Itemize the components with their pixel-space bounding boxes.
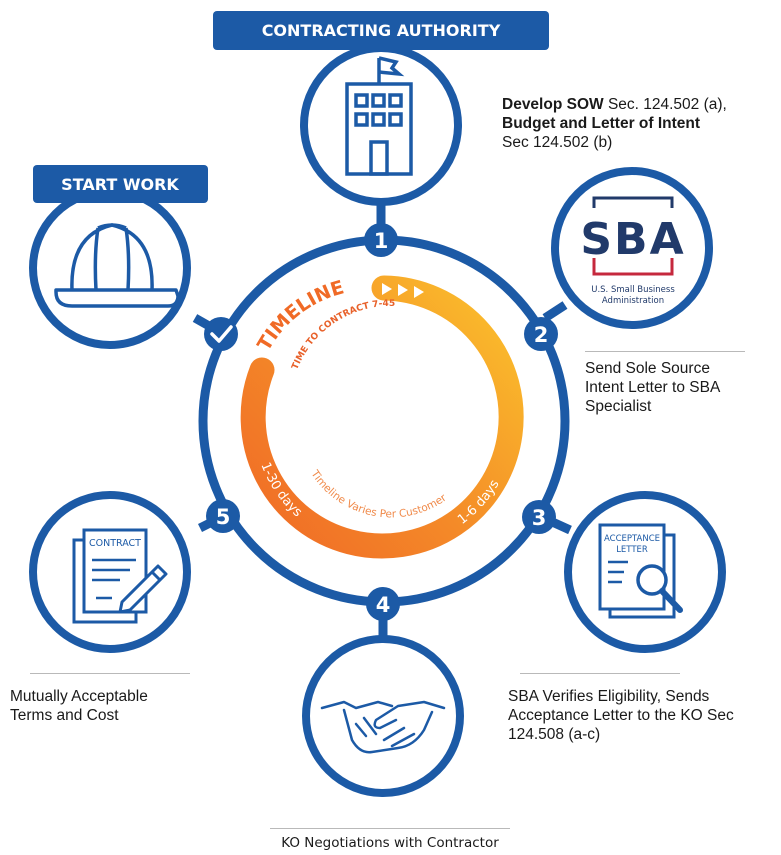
checkmark-icon	[210, 325, 233, 343]
timeline-varies-label: Timeline Varies Per Customer	[308, 467, 449, 520]
step-badge-3: 3	[522, 500, 556, 534]
step1-caption: Develop SOW Sec. 124.502 (a), Budget and…	[502, 95, 772, 152]
step-badge-1: 1	[364, 223, 398, 257]
sba-logo-line2: Administration	[602, 296, 664, 306]
step-number-4: 4	[376, 593, 391, 617]
step2-caption: Send Sole Source Intent Letter to SBA Sp…	[585, 360, 720, 415]
start-work-circle	[29, 187, 191, 349]
step2-caption-rule	[585, 351, 745, 352]
acceptance-label-line1: ACCEPTANCE	[604, 534, 660, 544]
contract-document-icon: CONTRACT	[72, 528, 148, 624]
step3-caption: SBA Verifies Eligibility, Sends Acceptan…	[508, 688, 734, 743]
step4-caption-rule	[270, 828, 510, 829]
step-number-2: 2	[534, 323, 549, 347]
step-badge-5: 5	[206, 499, 240, 533]
step-number-3: 3	[532, 506, 547, 530]
step4-caption: KO Negotiations with Contractor	[281, 835, 499, 851]
sba-logo-letters: SBA	[580, 214, 685, 265]
magnifier-icon	[636, 564, 683, 613]
step-number-5: 5	[216, 505, 231, 529]
building-icon	[345, 56, 413, 176]
acceptance-label-line2: LETTER	[616, 545, 648, 555]
step-badge-4: 4	[366, 587, 400, 621]
hard-hat-icon	[54, 223, 180, 308]
start-work-check-badge	[204, 317, 238, 351]
step1-caption-bold-b: Budget and Letter of Intent	[502, 115, 701, 132]
step1-caption-text-a: Sec. 124.502 (a),	[603, 96, 727, 113]
step5-caption: Mutually Acceptable Terms and Cost	[10, 688, 148, 724]
start-work-tag	[33, 165, 208, 203]
sba-logo: SBA U.S. Small Business Administration	[580, 196, 685, 306]
contract-label: CONTRACT	[89, 538, 141, 549]
timeline-arrows	[382, 283, 424, 298]
start-work-label: START WORK	[61, 175, 179, 194]
step1-caption-text-b: Sec 124.502 (b)	[502, 134, 613, 151]
timeline-arc	[240, 275, 524, 559]
step-number-1: 1	[374, 229, 389, 253]
step-badge-2: 2	[524, 317, 558, 351]
step3-caption-rule	[520, 673, 680, 674]
pen-icon	[118, 564, 168, 614]
acceptance-letter-icon: ACCEPTANCE LETTER	[598, 523, 676, 619]
contracting-authority-tag	[213, 11, 549, 50]
sba-logo-line1: U.S. Small Business	[591, 285, 675, 295]
handshake-icon	[320, 700, 446, 754]
contracting-authority-label: CONTRACTING AUTHORITY	[262, 21, 501, 40]
sba-circle	[551, 167, 713, 329]
step5-caption-rule	[30, 673, 190, 674]
step1-caption-bold-a: Develop SOW	[502, 96, 604, 113]
connector-2	[542, 301, 568, 322]
